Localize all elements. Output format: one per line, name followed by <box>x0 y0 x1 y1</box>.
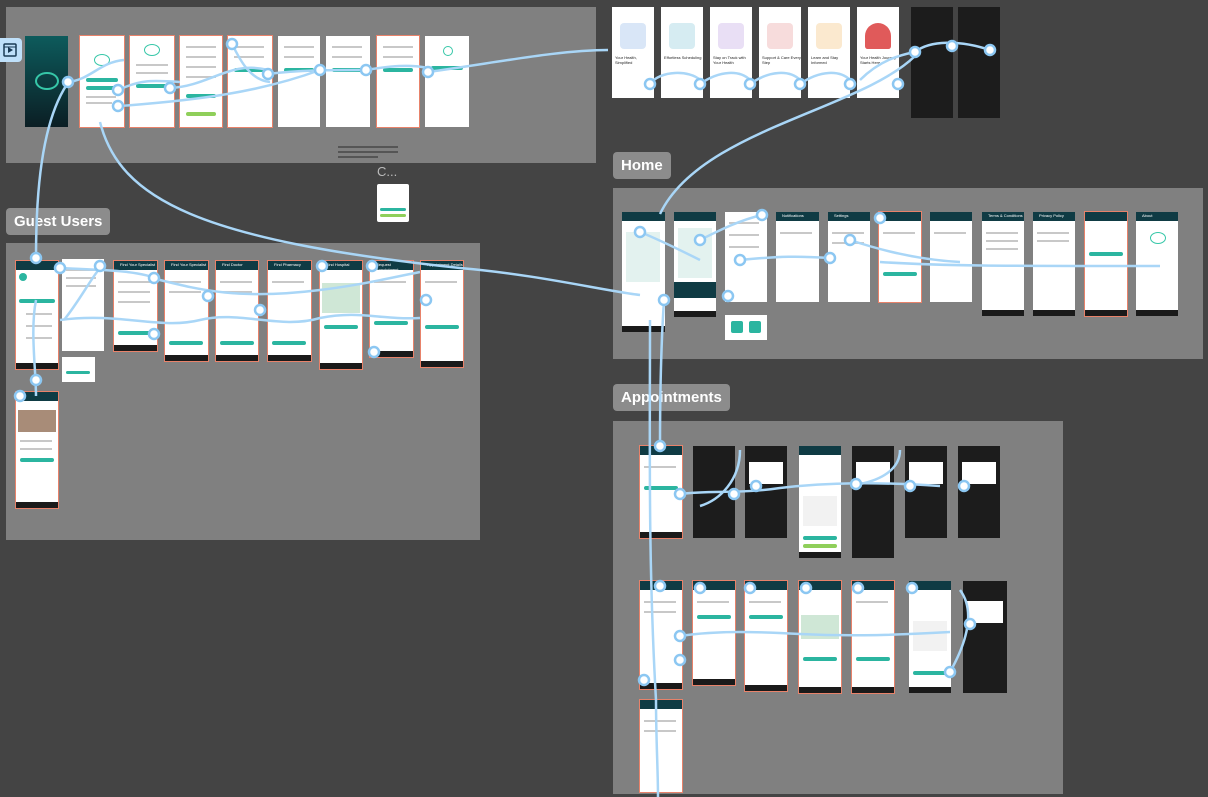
illustration <box>767 23 793 49</box>
illustration <box>816 23 842 49</box>
home-about[interactable]: About <box>1136 212 1178 316</box>
wire <box>658 55 916 215</box>
appt-dark-3[interactable] <box>852 446 894 558</box>
appt-dark-2[interactable] <box>745 446 787 538</box>
wire <box>648 71 701 85</box>
guest-find-doctor[interactable]: Find Doctor <box>215 260 259 362</box>
home-contact-dialog[interactable] <box>725 315 767 340</box>
wire <box>59 313 421 325</box>
appt-my-appointments-5[interactable] <box>798 580 842 694</box>
home-screen-main[interactable] <box>622 212 665 332</box>
wire <box>799 71 851 86</box>
intro-card-title: Support & Care Every Step <box>762 55 801 65</box>
app-logo <box>1150 232 1166 244</box>
wire <box>654 699 660 797</box>
collapsed-frame-label[interactable]: C... <box>377 164 398 179</box>
wire <box>699 71 751 86</box>
onboarding-notes <box>338 146 398 158</box>
wire <box>427 48 609 74</box>
wire <box>59 266 421 296</box>
appt-request-appointment[interactable] <box>799 446 841 558</box>
wire <box>849 238 961 264</box>
appt-reschedule[interactable] <box>909 581 951 693</box>
intro-card-title: Learn and Stay Informed <box>811 55 839 65</box>
play-frame-icon <box>3 43 17 57</box>
guest-find-specialist-2[interactable]: Find Your Specialist <box>164 260 209 362</box>
guest-screen-home[interactable] <box>15 260 59 370</box>
wire <box>169 66 269 90</box>
wire <box>749 71 801 86</box>
onboarding-screen-8[interactable] <box>425 36 469 127</box>
illustration <box>620 23 646 49</box>
intro-dark-screen-2[interactable] <box>958 7 1000 118</box>
home-tile-grid <box>626 232 660 282</box>
wave-banner <box>674 282 716 298</box>
intro-card-4[interactable]: Support & Care Every Step <box>759 7 801 98</box>
onboarding-screen-7[interactable] <box>376 35 420 128</box>
app-logo <box>443 46 453 56</box>
guest-article-screen[interactable] <box>15 391 59 509</box>
home-label[interactable]: Home <box>613 152 671 179</box>
appointments-label[interactable]: Appointments <box>613 384 730 411</box>
wire <box>699 449 742 508</box>
appt-my-appointments-6[interactable] <box>851 580 895 694</box>
wire <box>679 630 951 638</box>
phone-icon[interactable] <box>731 321 743 333</box>
wire <box>117 79 181 92</box>
wire <box>948 589 970 673</box>
wire <box>63 267 101 321</box>
present-icon[interactable] <box>0 38 22 62</box>
intro-card-title: Stay on Track with Your Health <box>713 55 746 65</box>
intro-card-title: Effortless Scheduling <box>664 55 702 60</box>
chat-icon[interactable] <box>749 321 761 333</box>
appt-dark-6[interactable] <box>963 581 1007 693</box>
appt-dark-4[interactable] <box>905 446 947 538</box>
intro-card-title: Your Health, Simplified <box>615 55 637 65</box>
article-image <box>18 410 56 432</box>
illustration <box>669 23 695 49</box>
wire <box>879 260 1161 268</box>
wire <box>639 230 701 262</box>
intro-card-3[interactable]: Stay on Track with Your Health <box>710 7 752 98</box>
wire <box>739 255 831 262</box>
app-logo <box>144 44 160 56</box>
home-manage-notifications-2[interactable] <box>930 212 972 302</box>
collapsed-frame[interactable] <box>377 184 409 222</box>
wire <box>34 79 72 259</box>
wire <box>859 449 902 486</box>
onboarding-screen-5[interactable] <box>278 36 320 127</box>
appt-my-appointments-4[interactable] <box>744 580 788 692</box>
wire <box>32 299 38 397</box>
home-terms[interactable]: Terms & Conditions <box>982 212 1024 316</box>
wire <box>67 58 125 84</box>
wire <box>365 64 429 72</box>
heart-icon <box>865 23 891 49</box>
intro-card-title: Your Health Journey Starts Here <box>860 55 897 65</box>
wire <box>98 121 641 297</box>
wire <box>679 481 941 496</box>
home-about-account[interactable] <box>1084 211 1128 317</box>
guest-dialog[interactable] <box>62 357 95 382</box>
intro-card-2[interactable]: Effortless Scheduling <box>661 7 703 98</box>
wire <box>658 299 666 447</box>
calendar[interactable] <box>913 621 947 651</box>
intro-card-5[interactable]: Learn and Stay Informed <box>808 7 850 98</box>
wire <box>648 319 658 701</box>
app-logo <box>94 54 110 66</box>
app-logo <box>35 72 59 90</box>
splash-screen[interactable] <box>25 36 68 127</box>
avatar <box>19 273 27 281</box>
guest-find-pharmacy[interactable]: Find Pharmacy <box>267 260 312 362</box>
illustration <box>718 23 744 49</box>
home-privacy[interactable]: Privacy Policy <box>1033 212 1075 316</box>
intro-dark-screen-1[interactable] <box>911 7 953 118</box>
calendar[interactable] <box>803 496 837 526</box>
wire <box>119 68 321 108</box>
appt-my-appointments-7[interactable] <box>639 699 683 793</box>
wire <box>699 213 763 242</box>
